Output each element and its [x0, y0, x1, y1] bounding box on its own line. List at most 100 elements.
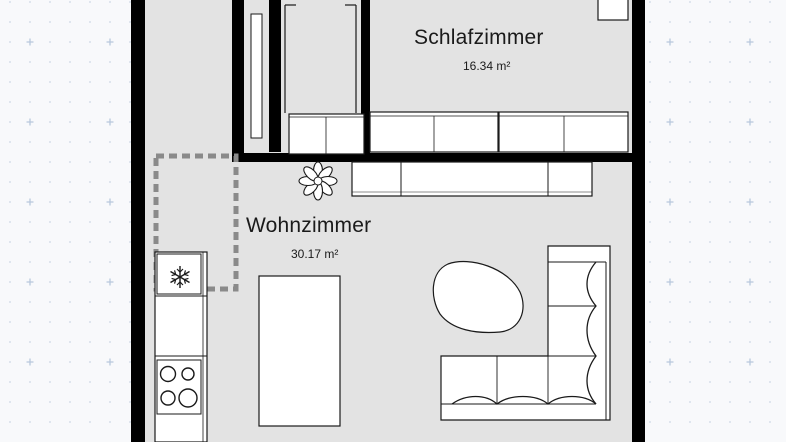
grid-dot [709, 341, 711, 343]
wardrobe-right[interactable] [498, 111, 629, 153]
grid-dot [129, 301, 131, 303]
grid-dot [9, 401, 11, 403]
grid-dot [9, 361, 11, 363]
grid-dot [49, 301, 51, 303]
grid-dot [769, 161, 771, 163]
coffee-table[interactable] [432, 260, 524, 334]
closet-door[interactable] [250, 13, 263, 139]
sideboard[interactable] [351, 161, 593, 197]
grid-dot [689, 421, 691, 423]
grid-dot [89, 41, 91, 43]
grid-dot [669, 241, 671, 243]
grid-dot [689, 281, 691, 283]
grid-dot [89, 101, 91, 103]
grid-dot [69, 341, 71, 343]
grid-dot [709, 1, 711, 3]
grid-dot [69, 301, 71, 303]
grid-dot [689, 261, 691, 263]
wall-closet-left[interactable] [232, 0, 244, 162]
grid-dot [89, 121, 91, 123]
grid-dot [69, 21, 71, 23]
grid-dot [69, 121, 71, 123]
grid-dot [729, 281, 731, 283]
l-sofa[interactable] [440, 245, 611, 421]
grid-dot [669, 421, 671, 423]
hallway-cabinet[interactable] [288, 113, 365, 155]
room-label-wohnzimmer[interactable]: Wohnzimmer [246, 214, 372, 237]
grid-dot [749, 241, 751, 243]
grid-dot [689, 221, 691, 223]
grid-dot [689, 401, 691, 403]
grid-dot [729, 421, 731, 423]
grid-dot [129, 381, 131, 383]
dining-table[interactable] [258, 275, 341, 427]
grid-dot [109, 401, 111, 403]
wall-right[interactable] [632, 0, 645, 442]
grid-dot [689, 61, 691, 63]
grid-plus-marker [666, 38, 674, 46]
grid-dot [29, 301, 31, 303]
grid-dot [89, 401, 91, 403]
room-label-schlafzimmer[interactable]: Schlafzimmer [414, 26, 544, 49]
grid-dot [669, 81, 671, 83]
grid-dot [649, 41, 651, 43]
grid-dot [649, 341, 651, 343]
grid-dot [49, 81, 51, 83]
wall-closet-inner[interactable] [269, 0, 281, 152]
grid-dot [109, 341, 111, 343]
grid-dot [749, 401, 751, 403]
grid-plus-marker [106, 198, 114, 206]
grid-dot [49, 341, 51, 343]
grid-dot [769, 121, 771, 123]
grid-dot [729, 201, 731, 203]
grid-dot [129, 221, 131, 223]
grid-dot [129, 101, 131, 103]
wall-left[interactable] [131, 0, 145, 442]
grid-dot [49, 241, 51, 243]
grid-dot [729, 361, 731, 363]
room-area-wohnzimmer: 30.17 m² [291, 247, 339, 261]
grid-dot [29, 401, 31, 403]
grid-dot [89, 321, 91, 323]
grid-dot [49, 321, 51, 323]
grid-dot [9, 81, 11, 83]
wardrobe-left[interactable] [369, 111, 499, 153]
grid-dot [89, 181, 91, 183]
grid-plus-marker [26, 198, 34, 206]
fridge[interactable] [156, 253, 202, 295]
grid-dot [749, 101, 751, 103]
grid-dot [649, 381, 651, 383]
grid-dot [89, 421, 91, 423]
grid-plus-marker [26, 358, 34, 366]
grid-dot [109, 301, 111, 303]
grid-dot [9, 1, 11, 3]
grid-plus-marker [666, 118, 674, 126]
grid-dot [129, 361, 131, 363]
grid-dot [769, 181, 771, 183]
grid-dot [729, 121, 731, 123]
grid-dot [669, 141, 671, 143]
grid-dot [649, 121, 651, 123]
grid-dot [129, 41, 131, 43]
grid-dot [49, 361, 51, 363]
grid-dot [649, 1, 651, 3]
grid-dot [709, 321, 711, 323]
grid-dot [729, 261, 731, 263]
grid-dot [9, 181, 11, 183]
grid-dot [49, 41, 51, 43]
grid-dot [29, 321, 31, 323]
wall-bedroom-bottom[interactable] [232, 153, 645, 162]
grid-dot [9, 161, 11, 163]
grid-dot [749, 161, 751, 163]
stove-icon[interactable] [156, 359, 202, 415]
grid-dot [69, 241, 71, 243]
plant-icon[interactable] [298, 161, 338, 201]
wall-bedroom-left[interactable] [361, 0, 370, 162]
grid-dot [49, 161, 51, 163]
bedside-table[interactable] [597, 0, 629, 21]
grid-dot [129, 81, 131, 83]
grid-dot [669, 321, 671, 323]
grid-dot [649, 321, 651, 323]
grid-dot [89, 61, 91, 63]
